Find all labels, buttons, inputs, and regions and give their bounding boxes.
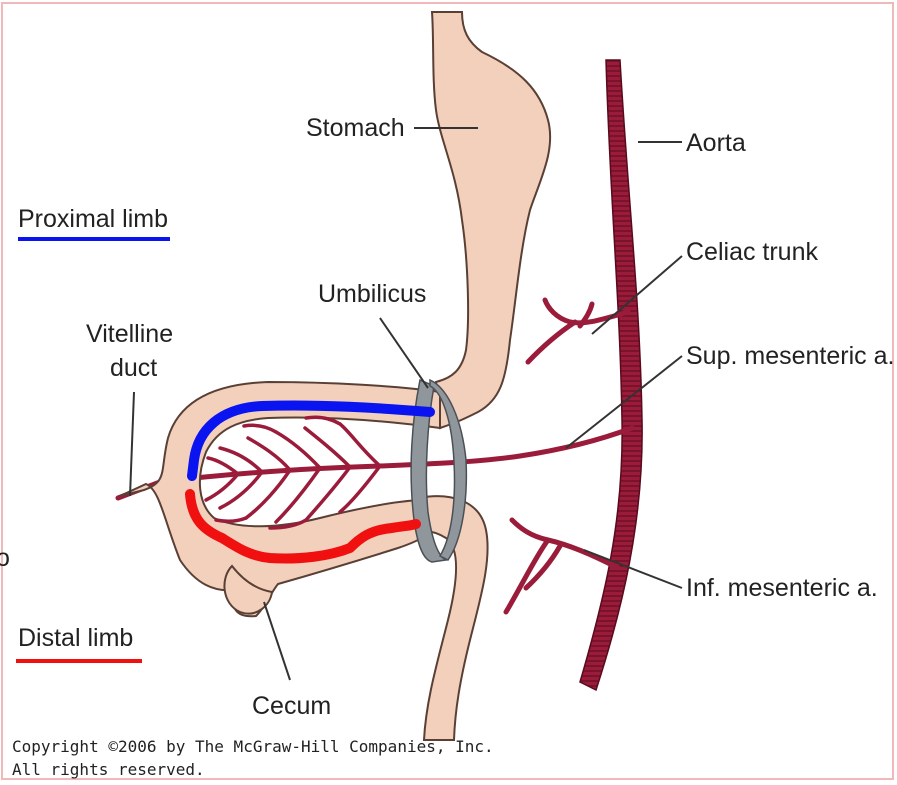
copyright-line-1: Copyright ©2006 by The McGraw-Hill Compa…: [12, 737, 494, 756]
distal-limb-label: Distal limb: [18, 624, 133, 652]
celiac-trunk-label: Celiac trunk: [686, 238, 818, 266]
proximal-limb-label: Proximal limb: [18, 205, 168, 233]
vitelline-duct-label-line1: Vitelline: [86, 320, 173, 348]
celiac-trunk-branches: [528, 300, 628, 362]
midgut-loop: [120, 382, 440, 616]
inf-mesenteric-label: Inf. mesenteric a.: [686, 574, 878, 602]
copyright-line-2: All rights reserved.: [12, 760, 205, 779]
edge-fragment-text: o: [0, 544, 10, 572]
inf-mesenteric-leader: [584, 550, 682, 588]
umbilicus-leader: [380, 318, 428, 388]
vitelline-duct-label-line2: duct: [110, 354, 157, 382]
vitelline-leader: [130, 392, 134, 496]
sup-mesenteric-label: Sup. mesenteric a.: [686, 342, 894, 370]
aorta-label: Aorta: [686, 129, 746, 157]
stomach-label: Stomach: [306, 114, 405, 142]
cecum-label: Cecum: [252, 692, 331, 720]
umbilicus-label: Umbilicus: [318, 280, 426, 308]
inf-mesenteric-branches: [506, 520, 618, 612]
cecum-leader: [264, 602, 290, 680]
aorta-vessel: [580, 60, 642, 690]
stomach-shape: [432, 12, 550, 428]
